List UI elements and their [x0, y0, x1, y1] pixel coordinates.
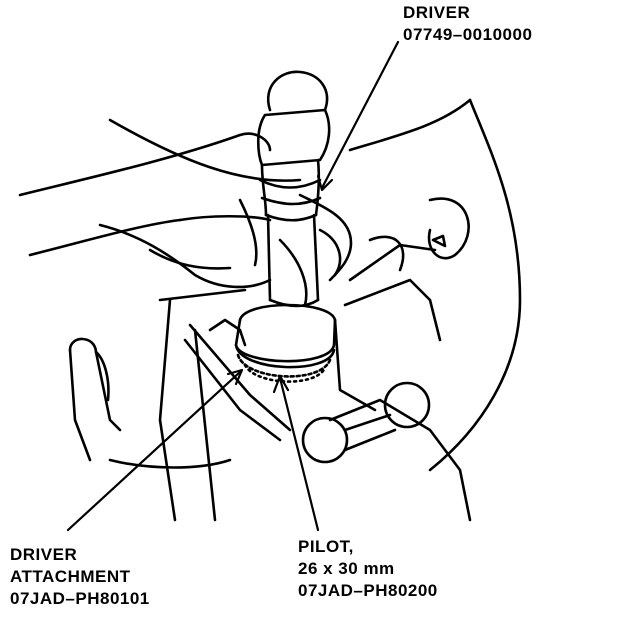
attachment-leader-line	[66, 370, 242, 532]
driver-attachment-part	[234, 303, 337, 369]
driver-part-number: 07749–0010000	[403, 25, 533, 44]
leader-lines	[66, 40, 400, 532]
transmission-housing	[68, 98, 522, 522]
hand	[18, 132, 353, 307]
attachment-leader-arrow	[226, 368, 244, 386]
driver-attachment-line2: ATTACHMENT	[10, 567, 131, 586]
driver-attachment-part-number: 07JAD–PH80101	[10, 589, 150, 608]
driver-leader-arrow	[316, 174, 334, 192]
pilot-leader-arrow	[272, 374, 290, 394]
pilot-part-number: 07JAD–PH80200	[298, 581, 438, 600]
driver-attachment-callout: DRIVER ATTACHMENT 07JAD–PH80101	[10, 544, 150, 610]
driver-tool	[256, 70, 331, 308]
pilot-size: 26 x 30 mm	[298, 559, 395, 578]
pilot-callout: PILOT, 26 x 30 mm 07JAD–PH80200	[298, 536, 438, 602]
driver-attachment-line1: DRIVER	[10, 545, 78, 564]
pilot-leader-line	[278, 376, 320, 532]
driver-name-label: DRIVER	[403, 3, 471, 22]
driver-callout: DRIVER 07749–0010000	[403, 2, 532, 46]
pilot-line1: PILOT,	[298, 537, 354, 556]
driver-leader-line	[320, 40, 400, 190]
pilot-part	[236, 353, 332, 383]
